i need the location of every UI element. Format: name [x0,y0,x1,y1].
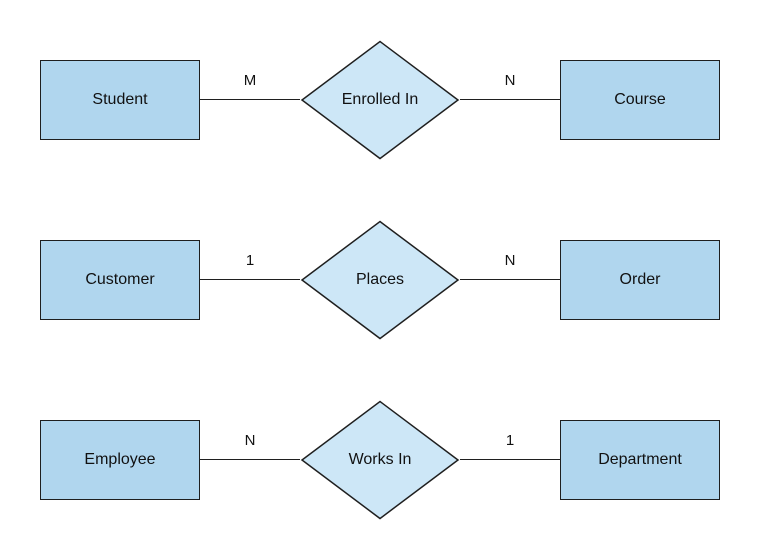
connector-line [460,279,560,280]
entity-box-department[interactable]: Department [560,420,720,500]
entity-box-course[interactable]: Course [560,60,720,140]
entity-label: Employee [84,451,156,468]
cardinality-label: 1 [505,432,515,449]
cardinality-label: N [504,252,516,269]
entity-label: Order [619,271,661,288]
cardinality-label: N [504,72,516,89]
er-relationship-row: Customer 1 Places N Order [0,220,761,340]
entity-label: Customer [85,271,155,288]
diamond-shape [300,220,460,340]
entity-label: Student [92,91,148,108]
connector-line [460,459,560,460]
connector-line [200,279,300,280]
er-relationship-row: Student M Enrolled In N Course [0,40,761,160]
relationship-diamond-works-in[interactable]: Works In [300,400,460,520]
diamond-shape [300,400,460,520]
cardinality-label: N [244,432,256,449]
connector-line [460,99,560,100]
entity-box-student[interactable]: Student [40,60,200,140]
diamond-shape [300,40,460,160]
entity-label: Department [598,451,682,468]
connector-line [200,99,300,100]
entity-box-order[interactable]: Order [560,240,720,320]
entity-label: Course [614,91,666,108]
entity-box-customer[interactable]: Customer [40,240,200,320]
entity-box-employee[interactable]: Employee [40,420,200,500]
connector-line [200,459,300,460]
cardinality-label: 1 [245,252,255,269]
cardinality-label: M [243,72,257,89]
relationship-diamond-enrolled-in[interactable]: Enrolled In [300,40,460,160]
er-relationship-row: Employee N Works In 1 Department [0,400,761,520]
relationship-diamond-places[interactable]: Places [300,220,460,340]
